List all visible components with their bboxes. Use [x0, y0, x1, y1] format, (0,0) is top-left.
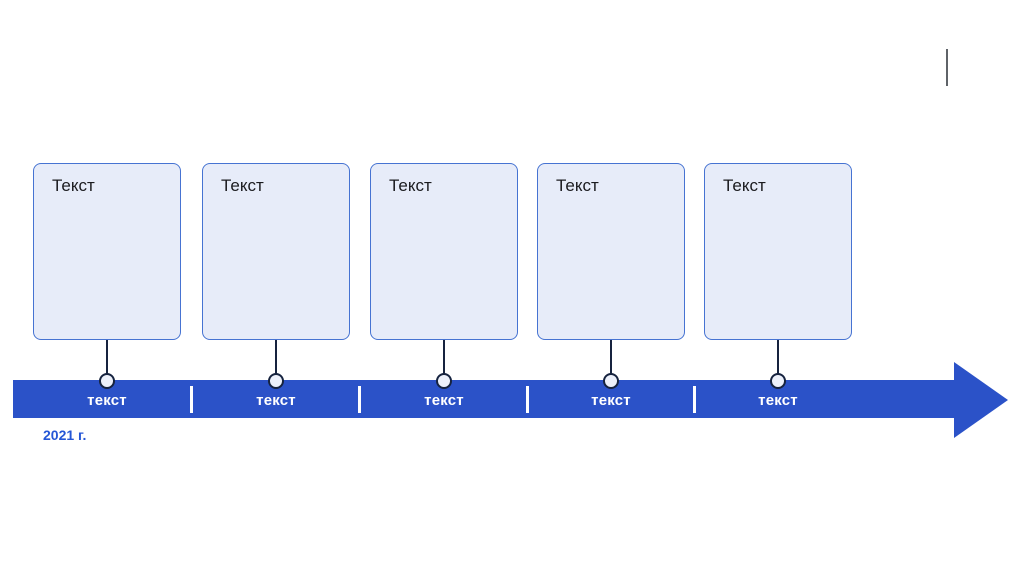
- connector-dot: [436, 373, 452, 389]
- timeline-card-1[interactable]: Текст: [33, 163, 181, 340]
- connector-dot: [268, 373, 284, 389]
- card-title: Текст: [723, 176, 766, 195]
- segment-label-2[interactable]: текст: [256, 392, 296, 409]
- segment-divider: [190, 386, 193, 413]
- year-label[interactable]: 2021 г.: [43, 427, 87, 443]
- timeline-card-2[interactable]: Текст: [202, 163, 350, 340]
- connector-line: [610, 340, 612, 374]
- timeline-arrow-bar[interactable]: [13, 380, 954, 418]
- segment-divider: [693, 386, 696, 413]
- text-cursor: [946, 49, 948, 86]
- connector-dot: [99, 373, 115, 389]
- segment-divider: [526, 386, 529, 413]
- segment-label-1[interactable]: текст: [87, 392, 127, 409]
- segment-label-5[interactable]: текст: [758, 392, 798, 409]
- card-title: Текст: [52, 176, 95, 195]
- segment-divider: [358, 386, 361, 413]
- card-title: Текст: [556, 176, 599, 195]
- segment-label-4[interactable]: текст: [591, 392, 631, 409]
- card-title: Текст: [221, 176, 264, 195]
- connector-line: [443, 340, 445, 374]
- timeline-card-5[interactable]: Текст: [704, 163, 852, 340]
- connector-line: [777, 340, 779, 374]
- segment-label-3[interactable]: текст: [424, 392, 464, 409]
- timeline-card-4[interactable]: Текст: [537, 163, 685, 340]
- connector-line: [275, 340, 277, 374]
- connector-dot: [770, 373, 786, 389]
- card-title: Текст: [389, 176, 432, 195]
- connector-dot: [603, 373, 619, 389]
- connector-line: [106, 340, 108, 374]
- timeline-card-3[interactable]: Текст: [370, 163, 518, 340]
- arrow-head-icon: [954, 362, 1008, 438]
